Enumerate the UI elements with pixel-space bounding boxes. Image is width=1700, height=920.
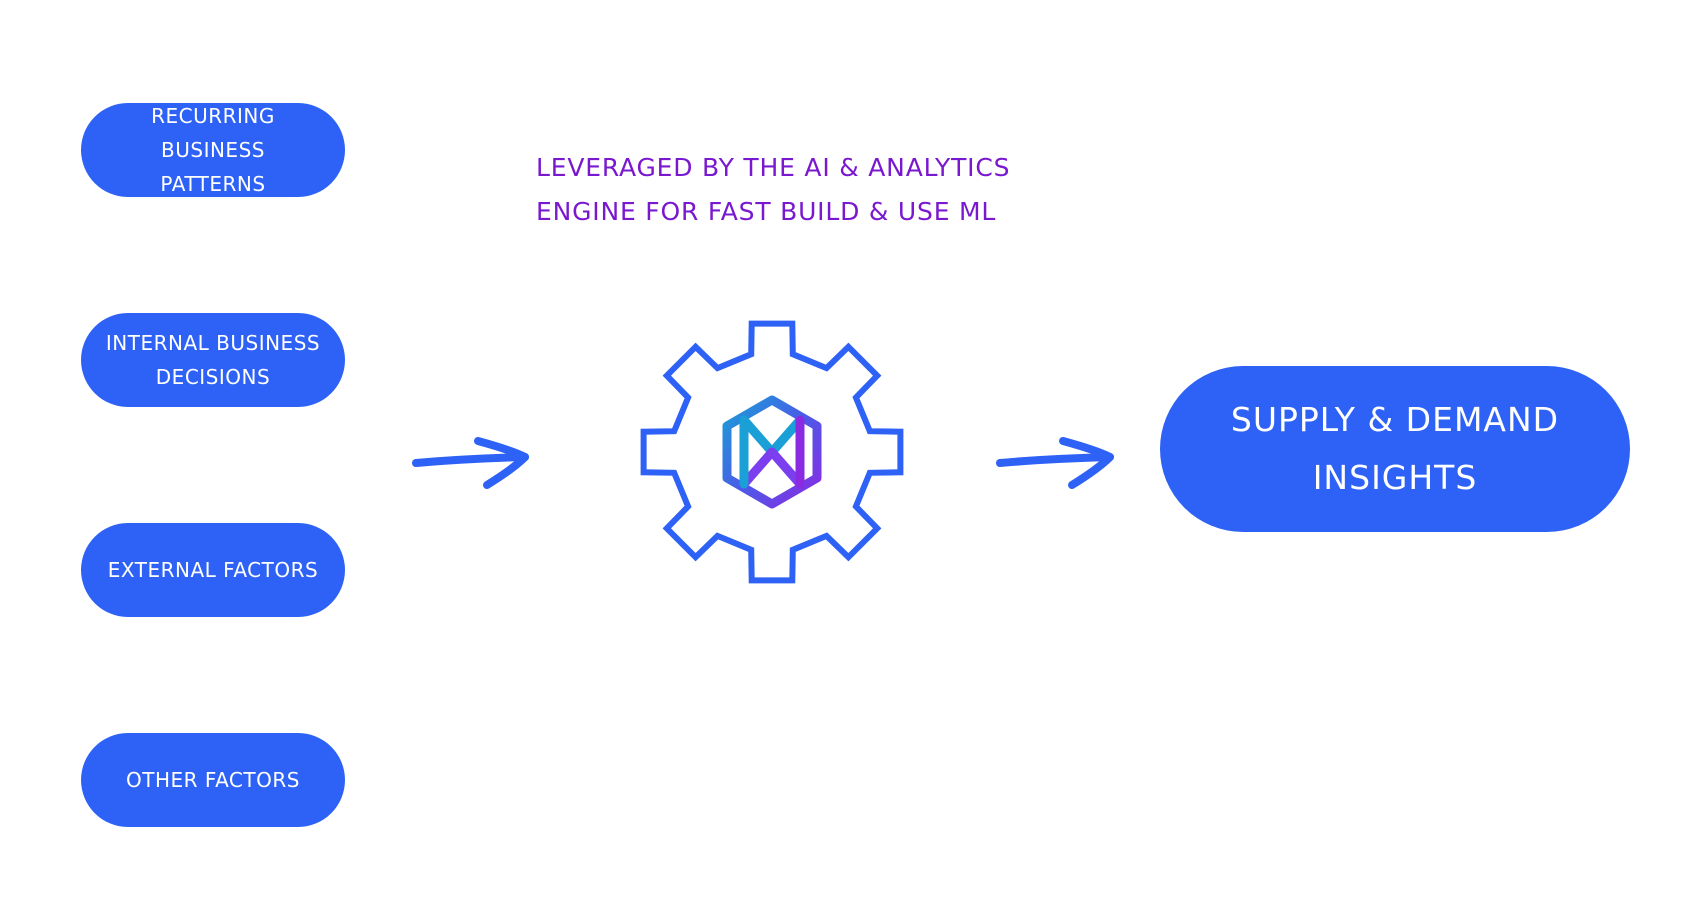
input-label-line1: RECURRING BUSINESS [151,104,275,162]
input-label-line1: EXTERNAL FACTORS [107,558,319,582]
output-supply-demand-insights: SUPPLY & DEMAND INSIGHTS [1160,366,1630,532]
input-label-line1: INTERNAL BUSINESS [105,331,321,355]
arrow-right-icon [996,437,1114,489]
output-label-line2: INSIGHTS [1312,458,1478,497]
input-external-factors: EXTERNAL FACTORS [81,523,345,617]
engine-caption: LEVERAGED BY THE AI & ANALYTICS ENGINE F… [536,146,1056,234]
engine-caption-line1: LEVERAGED BY THE AI & ANALYTICS [536,153,1011,182]
input-recurring-business-patterns: RECURRING BUSINESS PATTERNS [81,103,345,197]
gear-icon [640,320,904,584]
hexagon-x-logo-icon [722,395,822,509]
input-label-line1: OTHER FACTORS [126,768,300,792]
arrow-right-icon [412,437,529,489]
input-label-line2: PATTERNS [160,172,266,196]
output-label-line1: SUPPLY & DEMAND [1230,400,1560,439]
engine-caption-line2: ENGINE FOR FAST BUILD & USE ML [536,197,997,226]
input-label-line2: DECISIONS [155,365,271,389]
input-other-factors: OTHER FACTORS [81,733,345,827]
input-internal-business-decisions: INTERNAL BUSINESS DECISIONS [81,313,345,407]
